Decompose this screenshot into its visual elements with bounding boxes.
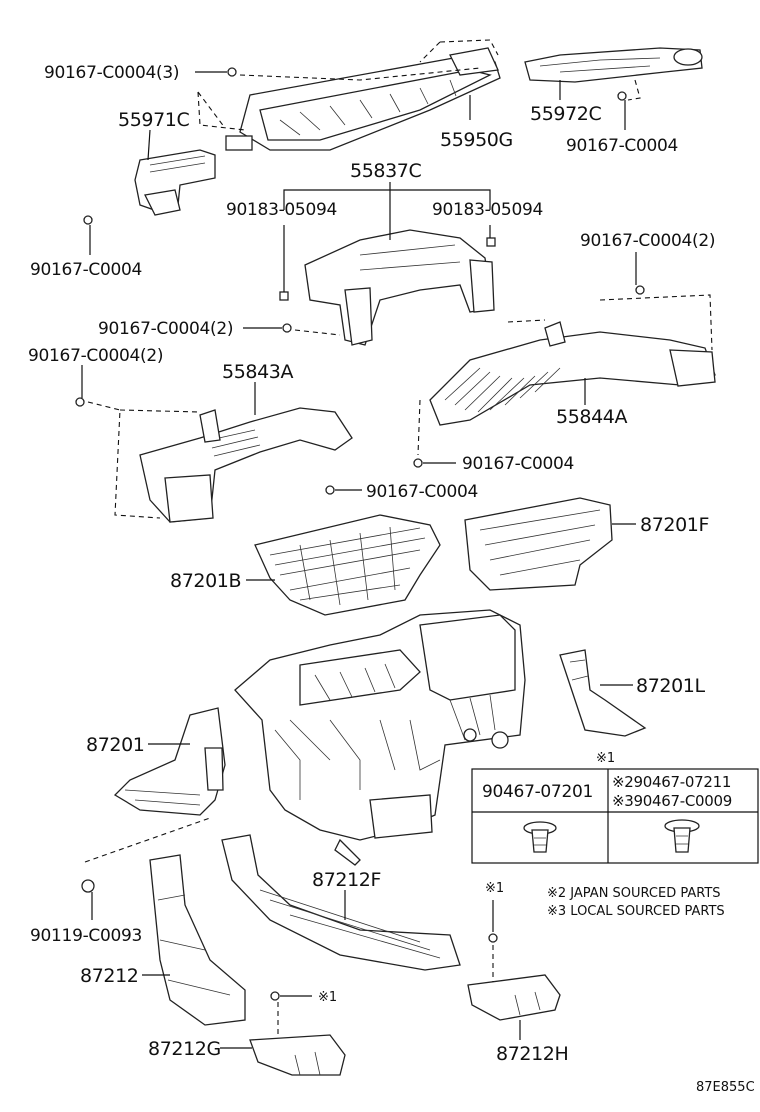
duct-55844a[interactable]	[429, 321, 716, 426]
leader-lines	[81, 71, 637, 1049]
clip-table: ※1 90467-07201 ※290467-07211 ※390467-C00…	[471, 751, 759, 864]
duct-55843a[interactable]	[139, 407, 353, 523]
label-90167-c0004-right: 90167-C0004	[566, 136, 678, 156]
source-notes: ※2 JAPAN SOURCED PARTS ※3 LOCAL SOURCED …	[547, 886, 725, 919]
label-55837c: 55837C	[350, 160, 421, 182]
table-note: ※1	[596, 751, 615, 766]
part-87212[interactable]	[149, 854, 246, 1026]
label-90167-c0004-left: 90167-C0004	[30, 260, 142, 280]
label-87201f: 87201F	[640, 514, 709, 536]
label-55972c: 55972C	[530, 103, 601, 125]
part-87201f[interactable]	[464, 497, 613, 591]
label-90167-c0004-low-left: 90167-C0004	[366, 482, 478, 502]
duct-55972c[interactable]	[524, 47, 703, 83]
label-87212f: 87212F	[312, 869, 381, 891]
label-55950g: 55950G	[440, 129, 513, 151]
label-87201b: 87201B	[170, 570, 241, 592]
label-90183-05094-left: 90183-05094	[226, 200, 337, 220]
label-90167-c0004-2-right: 90167-C0004(2)	[580, 231, 715, 251]
duct-55971c[interactable]	[134, 149, 216, 216]
mark-87212h: ※1	[485, 881, 504, 896]
clip-icon	[523, 821, 557, 853]
label-87201: 87201	[86, 734, 144, 756]
label-87212g: 87212G	[148, 1038, 221, 1060]
table-col2-line2: ※390467-C0009	[612, 792, 732, 810]
label-87212h: 87212H	[496, 1043, 568, 1065]
part-87212g[interactable]	[249, 1034, 346, 1076]
label-55971c: 55971C	[118, 109, 189, 131]
note-japan: ※2 JAPAN SOURCED PARTS	[547, 886, 721, 901]
clip-icon-alt	[664, 819, 700, 853]
label-90167-c0004-3: 90167-C0004(3)	[44, 63, 179, 83]
label-87212: 87212	[80, 965, 138, 987]
label-55843a: 55843A	[222, 361, 293, 383]
label-90167-c0004-2-left: 90167-C0004(2)	[28, 346, 163, 366]
table-col1: 90467-07201	[482, 782, 593, 802]
label-90119-c0093: 90119-C0093	[30, 926, 142, 946]
part-87212f[interactable]	[221, 834, 461, 971]
part-87201l[interactable]	[559, 649, 647, 737]
fasteners	[75, 67, 645, 1001]
hvac-unit[interactable]	[234, 609, 526, 866]
label-90167-c0004-low-right: 90167-C0004	[462, 454, 574, 474]
note-local: ※3 LOCAL SOURCED PARTS	[547, 904, 725, 919]
part-87212h[interactable]	[467, 974, 561, 1021]
label-90183-05094-right: 90183-05094	[432, 200, 543, 220]
table-col2-line1: ※290467-07211	[612, 773, 731, 791]
label-87201l: 87201L	[636, 675, 705, 697]
duct-55950g[interactable]	[225, 47, 501, 151]
part-labels: 90167-C0004(3) 55950G 55971C 55972C 9016…	[28, 63, 716, 1065]
label-90167-c0004-2-mid: 90167-C0004(2)	[98, 319, 233, 339]
diagram-code: 87E855C	[696, 1080, 755, 1095]
mark-87212g: ※1	[318, 990, 337, 1005]
duct-55837c[interactable]	[304, 229, 495, 346]
label-55844a: 55844A	[556, 406, 627, 428]
part-87201b[interactable]	[254, 514, 441, 616]
part-87201[interactable]	[113, 707, 226, 816]
